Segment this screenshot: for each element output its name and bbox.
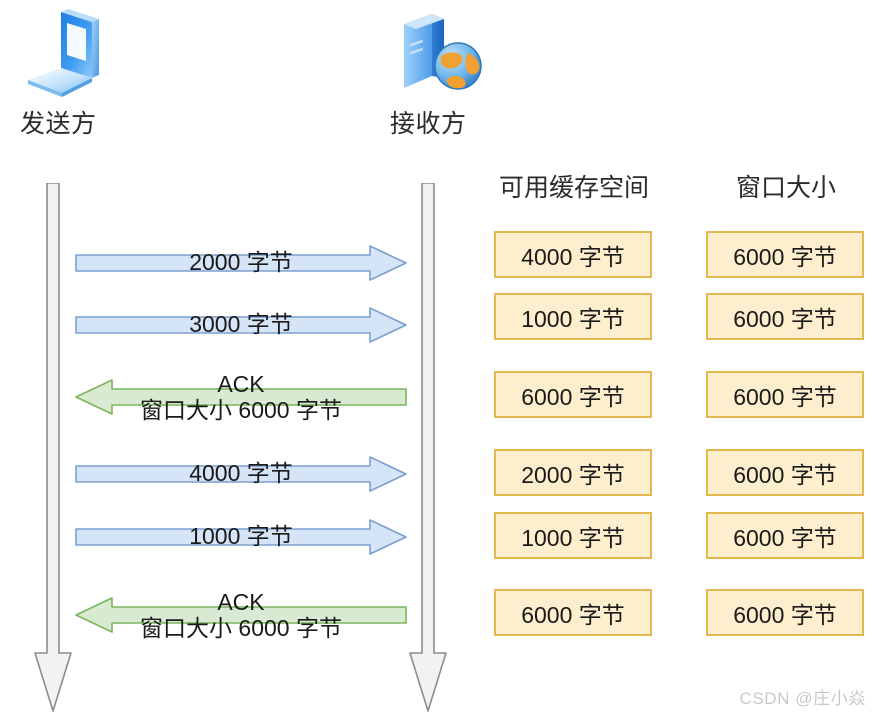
ack-window-ack1: 窗口大小 6000 字节 [140,396,342,423]
message-label-seg3: 4000 字节 [189,460,293,486]
message-arrow-seg3 [72,455,410,493]
message-label-seg4: 1000 字节 [189,523,293,549]
message-label-seg2: 3000 字节 [189,311,293,337]
message-label-ack2: ACK 窗口大小 6000 字节 [62,589,420,642]
ack-window-ack2: 窗口大小 6000 字节 [140,614,342,641]
window-value-box: 6000 字节 [706,293,864,340]
column-header-buffer: 可用缓存空间 [498,174,649,202]
laptop-icon [14,6,114,98]
window-value-box: 6000 字节 [706,231,864,278]
message-label-seg1: 2000 字节 [189,249,293,275]
window-value-box: 6000 字节 [706,371,864,418]
ack-title-ack2: ACK [217,589,265,615]
message-label-ack1: ACK 窗口大小 6000 字节 [62,371,420,424]
message-arrow-seg1 [72,244,410,282]
sender-label: 发送方 [20,110,97,138]
buffer-value-box: 2000 字节 [494,449,652,496]
window-value-box: 6000 字节 [706,449,864,496]
message-arrow-seg2 [72,306,410,344]
message-arrow-seg4 [72,518,410,556]
window-value-box: 6000 字节 [706,589,864,636]
watermark: CSDN @庄小焱 [739,689,866,708]
sender-lifeline-arrow [28,182,72,713]
buffer-value-box: 4000 字节 [494,231,652,278]
receiver-lifeline-arrow [403,182,447,713]
receiver-label: 接收方 [390,110,467,138]
buffer-value-box: 6000 字节 [494,371,652,418]
column-header-window: 窗口大小 [735,174,836,202]
message-arrow-ack2 [72,596,410,634]
buffer-value-box: 1000 字节 [494,293,652,340]
buffer-value-box: 1000 字节 [494,512,652,559]
ack-title-ack1: ACK [217,371,265,397]
server-globe-icon [392,6,492,98]
buffer-value-box: 6000 字节 [494,589,652,636]
window-value-box: 6000 字节 [706,512,864,559]
message-arrow-ack1 [72,378,410,416]
